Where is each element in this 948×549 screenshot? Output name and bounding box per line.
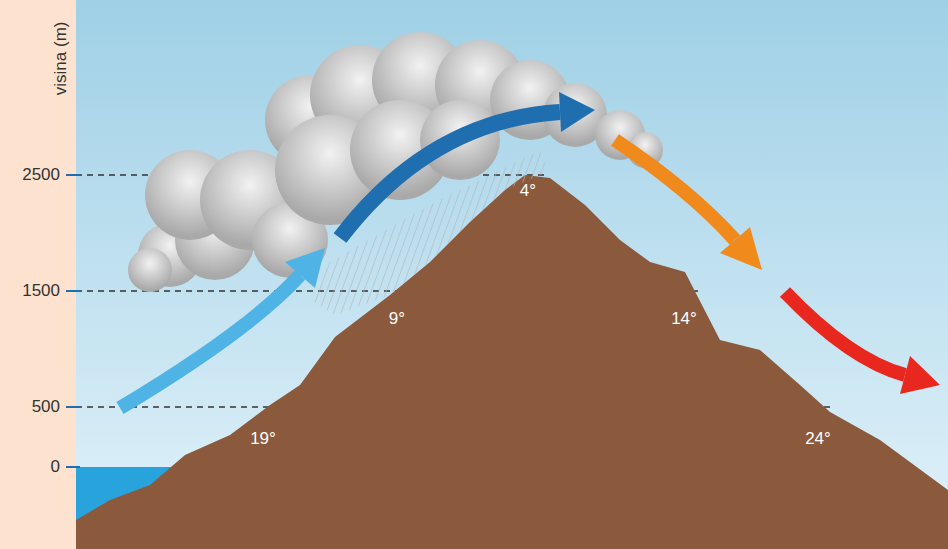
temperature-label: 14° (671, 310, 697, 329)
temperature-label: 24° (805, 430, 831, 449)
temperature-label: 4° (520, 182, 536, 201)
height-value: 500 (32, 398, 60, 417)
temperature-label: 19° (250, 430, 276, 449)
temperature-label: 9° (389, 310, 405, 329)
axis-ticks (66, 175, 80, 467)
height-value: 1500 (22, 282, 60, 301)
cloud (128, 32, 663, 292)
axis-title: visina (m) (53, 21, 72, 95)
height-value: 2500 (22, 166, 60, 185)
height-value: 0 (51, 458, 60, 477)
air-flow-arrows (120, 92, 940, 408)
axis-band (0, 0, 76, 549)
